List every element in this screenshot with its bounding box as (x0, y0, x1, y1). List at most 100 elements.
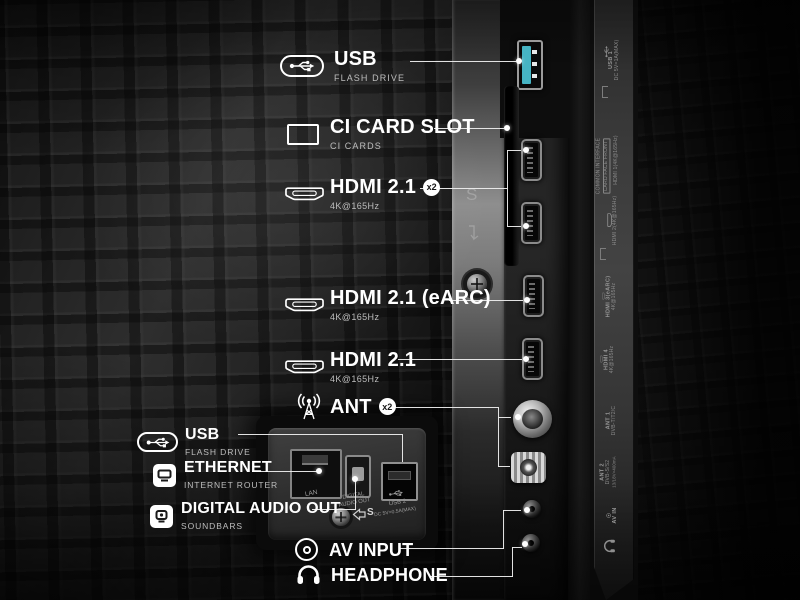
leader-headphone-stub (512, 547, 522, 548)
hdmi-single-icon (285, 360, 324, 374)
usb1-pins (532, 50, 537, 80)
av-input-icon (295, 538, 318, 561)
usb1-blue-tongue (522, 46, 531, 84)
right-shading (634, 0, 800, 600)
antenna-icon (297, 393, 321, 420)
strip-hdmi4-label: HDMI 4 4K@165Hz (600, 332, 616, 387)
hdmi1-port (521, 139, 542, 181)
usb2-tongue (388, 471, 411, 480)
lan-contacts (302, 455, 328, 465)
strip-ant1-label: ANT 1 DVB-T/T2/C (606, 393, 618, 448)
dot-usb-top (516, 58, 522, 64)
strip-ci-line1: COMMON INTERFACE (595, 137, 602, 195)
ci-slot-label: CI CARD SLOT (330, 116, 475, 138)
strip-bracket-2 (600, 248, 606, 260)
ethernet-label: ETHERNET (184, 459, 272, 476)
leader-ant (384, 407, 498, 408)
strip-hdmi2-line1: HDMI 2(4K@165Hz) (612, 195, 619, 246)
ci-slot-sublabel: CI CARDS (330, 141, 382, 151)
hdmi-x2-label: HDMI 2.1 (330, 176, 417, 198)
strip-hdmi2-label: HDMI 2(4K@165Hz) (607, 182, 619, 259)
leader-usb-rear-drop (402, 434, 403, 462)
ci-card-icon (287, 123, 319, 145)
strip-hdmi4-icon (600, 356, 603, 363)
leader-ant1-stub (498, 417, 511, 418)
strip-hdmi3-line2: 4K@165Hz (611, 282, 618, 311)
ant2-center (520, 459, 537, 476)
usb-icon (280, 55, 324, 77)
leader-hdmi1-stub (507, 150, 521, 151)
callout-hdmi-earc: HDMI 2.1 (eARC) 4K@165Hz (285, 288, 491, 322)
ethernet-icon (153, 463, 176, 487)
strip-hdmi3-icon (602, 293, 605, 300)
strip-hdmi4-line2: 4K@165Hz (609, 345, 616, 374)
strip-usb1-label: USB 1 DC 5V=1A(MAX) (609, 28, 622, 92)
leader-ant2-stub (498, 466, 510, 467)
hdmi-single-label: HDMI 2.1 (330, 349, 417, 371)
strip-av-icon (606, 513, 611, 518)
callout-usb-rear: USB FLASH DRIVE (137, 427, 251, 457)
strip-usb1-power: DC 5V=1A(MAX) (614, 39, 620, 81)
strip-ant2-line3: 13/18V=400mA (611, 456, 617, 488)
callout-av-input: AV INPUT (295, 538, 413, 561)
leader-usb-rear (238, 434, 402, 435)
leader-hdmi2-stub (507, 226, 521, 227)
usb1-trident-icon (604, 45, 609, 58)
strip-ant2-label: ANT 2 DVB-S/S2 13/18V=400mA (600, 443, 617, 502)
hdmi-earc-label: HDMI 2.1 (eARC) (330, 287, 491, 309)
callout-ethernet: ETHERNET INTERNET ROUTER (153, 460, 278, 490)
usb-rear-label: USB (185, 426, 220, 443)
dot-ci (504, 125, 510, 131)
leader-hdmi-single (398, 359, 522, 360)
hdmi-icon (285, 187, 324, 201)
dot-av-jack (524, 507, 530, 513)
callout-headphone: HEADPHONE (296, 564, 448, 585)
headphone-jack-hole (528, 540, 534, 546)
leader-hdmix2-bracket (507, 150, 508, 227)
leader-headphone-rise (512, 547, 513, 577)
hdmi-earc-icon (285, 298, 324, 312)
dot-hdmi3 (524, 297, 530, 303)
dot-hdmi4 (523, 356, 529, 362)
strip-av-in-line1: AV IN (612, 507, 618, 524)
ant-badge: x2 (378, 398, 396, 415)
usb-top-sublabel: FLASH DRIVE (334, 73, 406, 83)
callout-hdmi-x2: HDMI 2.1 x2 4K@165Hz (285, 176, 441, 211)
callout-ci-slot: CI CARD SLOT CI CARDS (287, 117, 475, 151)
callout-hdmi-single: HDMI 2.1 4K@165Hz (285, 350, 416, 384)
dot-hdmi1 (523, 147, 529, 153)
leader-digital-audio-rise (355, 481, 356, 510)
leader-usb-top (410, 61, 516, 62)
dot-headphone-jack (522, 541, 528, 547)
digital-audio-label: DIGITAL AUDIO OUT (181, 500, 341, 517)
ethernet-sublabel: INTERNET ROUTER (184, 480, 279, 490)
strip-headphone-icon (604, 539, 615, 553)
headphone-icon (297, 565, 320, 584)
leader-av-rise (503, 510, 504, 549)
strip-bracket-1 (602, 86, 608, 98)
hdmi-x2-sublabel: 4K@165Hz (330, 201, 380, 211)
av-input-label: AV INPUT (329, 539, 414, 560)
molded-arrow-mark (469, 225, 479, 241)
strip-ant1-line2: DVB-T/T2/C (611, 405, 618, 436)
ant2-connector (511, 452, 546, 483)
callout-usb-top: USB FLASH DRIVE (280, 49, 405, 83)
leader-ant-bracket (498, 407, 499, 467)
strip-hdmi3-label: HDMI 3(eARC) 4K@165Hz (602, 260, 618, 334)
digital-audio-icon (150, 504, 173, 528)
hdmi3-pins (529, 283, 535, 309)
hdmi-x2-badge: x2 (423, 178, 441, 196)
ant-label: ANT (330, 395, 372, 418)
dot-optical (352, 476, 358, 482)
usb-rear-sublabel: FLASH DRIVE (185, 447, 251, 457)
dot-hdmi2 (523, 223, 529, 229)
leader-av (399, 548, 504, 549)
leader-av-stub (503, 510, 521, 511)
dot-ant1 (515, 414, 521, 420)
callout-digital-audio: DIGITAL AUDIO OUT SOUNDBARS (150, 501, 341, 531)
usb-top-label: USB (334, 48, 377, 70)
hdmi-earc-sublabel: 4K@165Hz (330, 312, 380, 322)
hdmi3-port (523, 275, 544, 317)
headphone-label: HEADPHONE (331, 564, 448, 585)
